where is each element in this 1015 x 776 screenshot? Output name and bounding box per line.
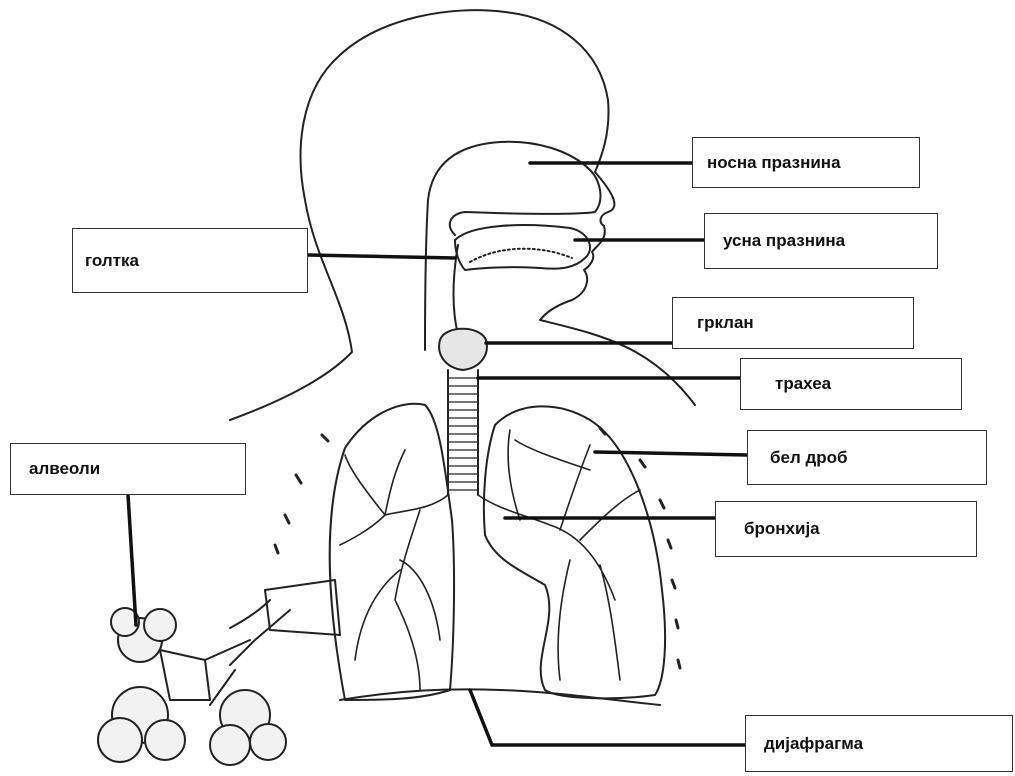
label-pharynx-text: голтка (85, 251, 139, 271)
label-trachea: трахеа (740, 358, 962, 410)
label-nasal-cavity-text: носна празнина (707, 153, 841, 173)
oral-cavity-outline (455, 225, 590, 270)
label-lung-text: бел дроб (770, 448, 848, 468)
label-alveoli: алвеоли (10, 443, 246, 495)
label-oral-cavity-text: усна празнина (723, 231, 845, 251)
leader-line-alveoli (128, 495, 136, 625)
right-lung-outline (484, 406, 665, 698)
larynx-shape (439, 329, 487, 370)
right-bronchial-tree (478, 430, 640, 680)
label-bronchus-text: бронхија (744, 519, 820, 539)
leader-line-lung (595, 452, 747, 455)
label-larynx-text: грклан (697, 313, 754, 333)
label-nasal-cavity: носна празнина (692, 137, 920, 188)
diaphragm-outline (340, 689, 660, 705)
label-lung: бел дроб (747, 430, 987, 485)
label-pharynx: голтка (72, 228, 308, 293)
label-larynx: грклан (672, 297, 914, 349)
leader-line-pharynx (308, 255, 455, 258)
nasal-cavity-outline (425, 142, 600, 350)
label-alveoli-text: алвеоли (29, 459, 100, 479)
label-diaphragm-text: дијафрагма (764, 734, 863, 754)
label-diaphragm: дијафрагма (745, 715, 1013, 772)
left-bronchial-tree (340, 450, 448, 690)
trachea-rings (448, 378, 478, 490)
label-oral-cavity: усна празнина (704, 213, 938, 269)
label-bronchus: бронхија (715, 501, 977, 557)
label-trachea-text: трахеа (775, 374, 831, 394)
trachea-outline (448, 370, 478, 495)
left-lung-outline (330, 404, 454, 700)
